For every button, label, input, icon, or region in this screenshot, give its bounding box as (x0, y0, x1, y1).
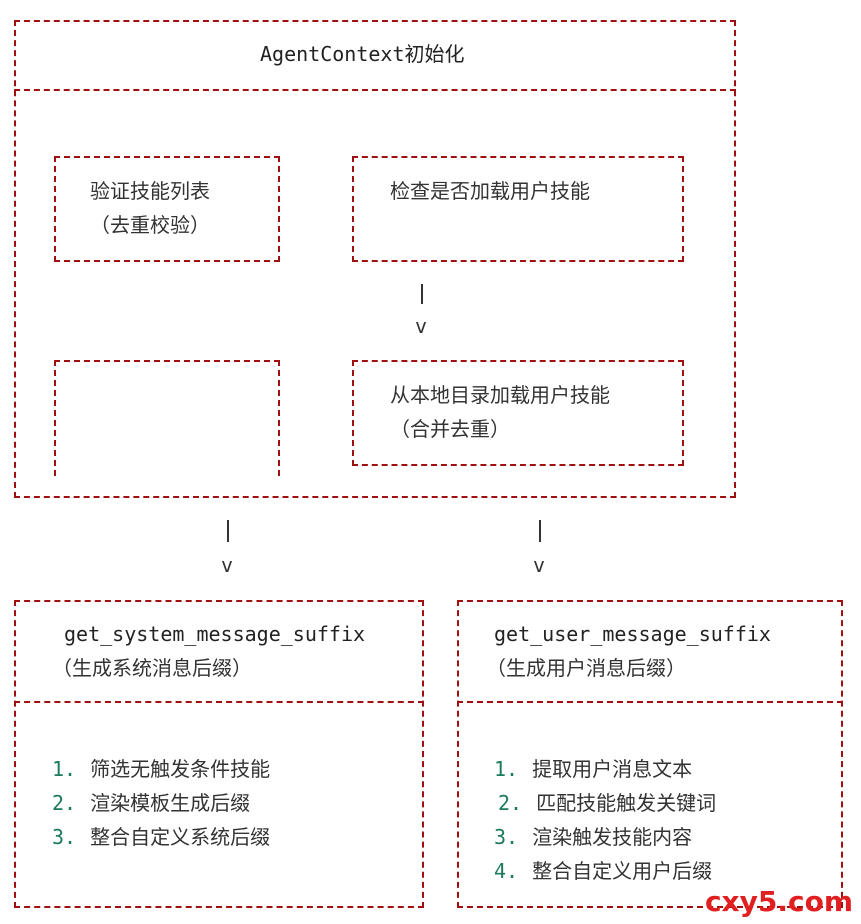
user-step-3: 3.渲染触发技能内容 (494, 825, 693, 849)
load-user-skills-note: （合并去重） (390, 417, 510, 441)
check-user-skills-box (352, 156, 684, 262)
user-step-2: 2.匹配技能触发关键词 (498, 791, 717, 815)
validate-skills-note: （去重校验） (90, 213, 210, 237)
user-step-4: 4.整合自定义用户后缀 (494, 859, 713, 883)
validate-skills-label: 验证技能列表 (90, 179, 210, 203)
system-step-3: 3.整合自定义系统后缀 (52, 825, 271, 849)
user-suffix-box (457, 600, 843, 908)
empty-box (54, 360, 280, 476)
validate-skills-box (54, 156, 280, 262)
right-arrow-line (539, 520, 541, 542)
system-suffix-box (14, 600, 424, 908)
system-suffix-func: get_system_message_suffix (64, 622, 366, 646)
system-step-1: 1.筛选无触发条件技能 (52, 757, 271, 781)
left-arrow-line (227, 520, 229, 542)
right-arrow-head: v (533, 553, 546, 577)
load-user-skills-box (352, 360, 684, 466)
system-step-2: 2.渲染模板生成后缀 (52, 791, 251, 815)
system-suffix-desc: （生成系统消息后缀） (52, 656, 252, 680)
user-suffix-desc: （生成用户消息后缀） (486, 656, 686, 680)
check-user-skills-label: 检查是否加载用户技能 (390, 179, 590, 203)
user-suffix-separator (457, 701, 843, 703)
title-separator (14, 89, 736, 91)
agent-context-box (14, 20, 736, 498)
agent-context-title: AgentContext初始化 (260, 42, 465, 66)
inner-arrow-line (421, 284, 423, 304)
system-suffix-separator (14, 701, 424, 703)
watermark-logo: cxy5.com (704, 885, 853, 918)
inner-arrow-head: v (415, 314, 428, 338)
user-suffix-func: get_user_message_suffix (494, 622, 771, 646)
left-arrow-head: v (221, 553, 234, 577)
load-user-skills-label: 从本地目录加载用户技能 (390, 383, 610, 407)
user-step-1: 1.提取用户消息文本 (494, 757, 693, 781)
